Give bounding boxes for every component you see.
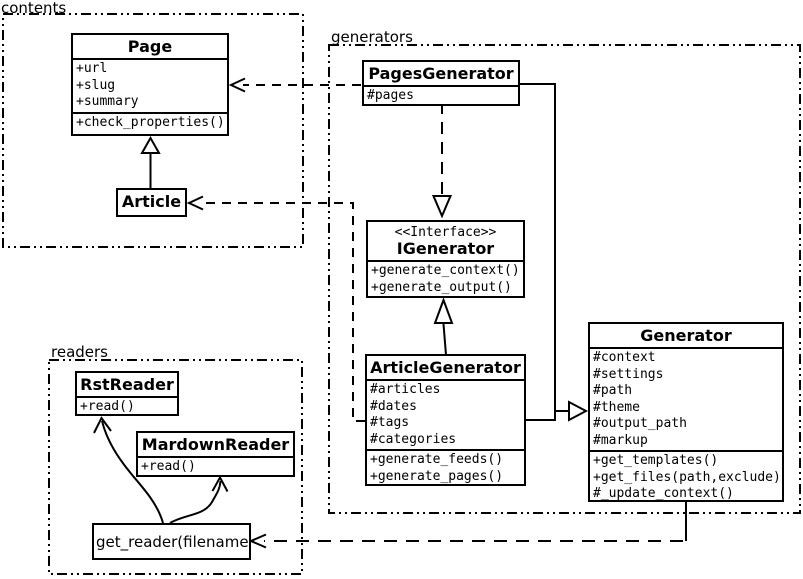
contents-package-border: [2, 13, 304, 248]
open-arrowhead: [93, 416, 112, 434]
class-box-page: Page +url +slug +summary +check_properti…: [71, 33, 229, 136]
function-box-getreader: get_reader(filename): [92, 523, 251, 560]
methods-compartment: +check_properties(): [73, 114, 227, 133]
generalization-to-generator: [516, 83, 589, 422]
readers-package-border: [48, 359, 303, 575]
generators-package-label: generators: [331, 28, 413, 46]
arrow-getreader-to-rstreader: [93, 416, 164, 524]
open-arrowhead: [186, 195, 204, 211]
methods-compartment: +generate_feeds() +generate_pages(): [367, 451, 524, 484]
generators-package-border: [328, 44, 801, 514]
class-title: ArticleGenerator: [367, 356, 524, 381]
attribute: #categories: [370, 431, 457, 447]
method: +generate_context(): [371, 263, 520, 278]
method: +get_files(path,exclude): [593, 469, 781, 485]
attributes-compartment: #pages: [364, 87, 518, 104]
attribute: #tags: [370, 415, 410, 430]
attribute: +url: [76, 61, 108, 76]
attribute: +slug: [76, 77, 116, 93]
method: +generate_feeds(): [370, 452, 504, 467]
attributes-compartment: +url +slug +summary: [73, 60, 227, 114]
attribute: #output_path: [593, 416, 687, 431]
class-title: MardownReader: [138, 433, 293, 458]
class-title: IGenerator: [396, 239, 495, 258]
class-box-igenerator: <<Interface>> IGenerator +generate_conte…: [366, 220, 525, 298]
attributes-compartment: #articles #dates #tags #categories: [367, 381, 524, 451]
method: +generate_pages(): [370, 468, 504, 484]
class-box-pagesgenerator: PagesGenerator #pages: [362, 60, 520, 106]
class-title-compartment: <<Interface>> IGenerator: [368, 222, 523, 262]
class-box-generator: Generator #context #settings #path #them…: [588, 322, 784, 502]
class-title: Page: [73, 35, 227, 60]
interface-stereotype: <<Interface>>: [394, 225, 497, 240]
attribute: #path: [593, 383, 633, 398]
readers-package-label: readers: [51, 343, 108, 361]
class-box-rstreader: RstReader +read(): [75, 371, 179, 416]
attribute: #dates: [370, 398, 417, 414]
attribute: +summary: [76, 94, 139, 109]
methods-compartment: +read(): [138, 458, 293, 475]
methods-compartment: +generate_context() +generate_output(): [368, 262, 523, 296]
class-title: RstReader: [77, 373, 177, 398]
function-title: get_reader(filename): [96, 533, 251, 551]
open-arrowhead: [211, 475, 229, 492]
attributes-compartment: #context #settings #path #theme #output_…: [590, 349, 782, 452]
class-box-article: Article: [116, 188, 187, 217]
class-box-mardownreader: MardownReader +read(): [136, 431, 295, 477]
open-arrowhead: [228, 77, 246, 93]
realization-pagesgenerator-to-igenerator: [431, 102, 453, 219]
attribute: #markup: [593, 432, 648, 448]
method: +read(): [80, 399, 135, 414]
open-arrowhead: [248, 533, 267, 549]
method: +generate_output(): [371, 279, 512, 295]
attribute: #settings: [593, 366, 664, 382]
dependency-generator-to-getreader: [248, 500, 687, 549]
methods-compartment: +read(): [77, 398, 177, 414]
method: +read(): [141, 459, 196, 474]
attribute: #context: [593, 350, 656, 365]
arrow-getreader-to-mardownreader: [169, 475, 229, 524]
contents-package-label: contents: [1, 0, 67, 17]
class-title: Article: [121, 192, 182, 211]
dependency-articlegenerator-to-article: [186, 195, 365, 422]
attribute: #theme: [593, 399, 640, 415]
generalization-article-to-page: [140, 135, 161, 188]
methods-compartment: +get_templates() +get_files(path,exclude…: [590, 452, 782, 501]
class-box-articlegenerator: ArticleGenerator #articles #dates #tags …: [365, 354, 526, 486]
method: +check_properties(): [76, 114, 225, 130]
dependency-pagesgenerator-to-page: [228, 77, 361, 93]
class-title: Generator: [590, 324, 782, 349]
method: #_update_context(): [593, 486, 734, 501]
method: +get_templates(): [593, 453, 719, 468]
attribute: #articles: [370, 382, 441, 397]
attribute: #pages: [367, 88, 414, 103]
generalization-articlegenerator-to-igenerator: [433, 297, 454, 356]
class-title: PagesGenerator: [364, 62, 518, 87]
